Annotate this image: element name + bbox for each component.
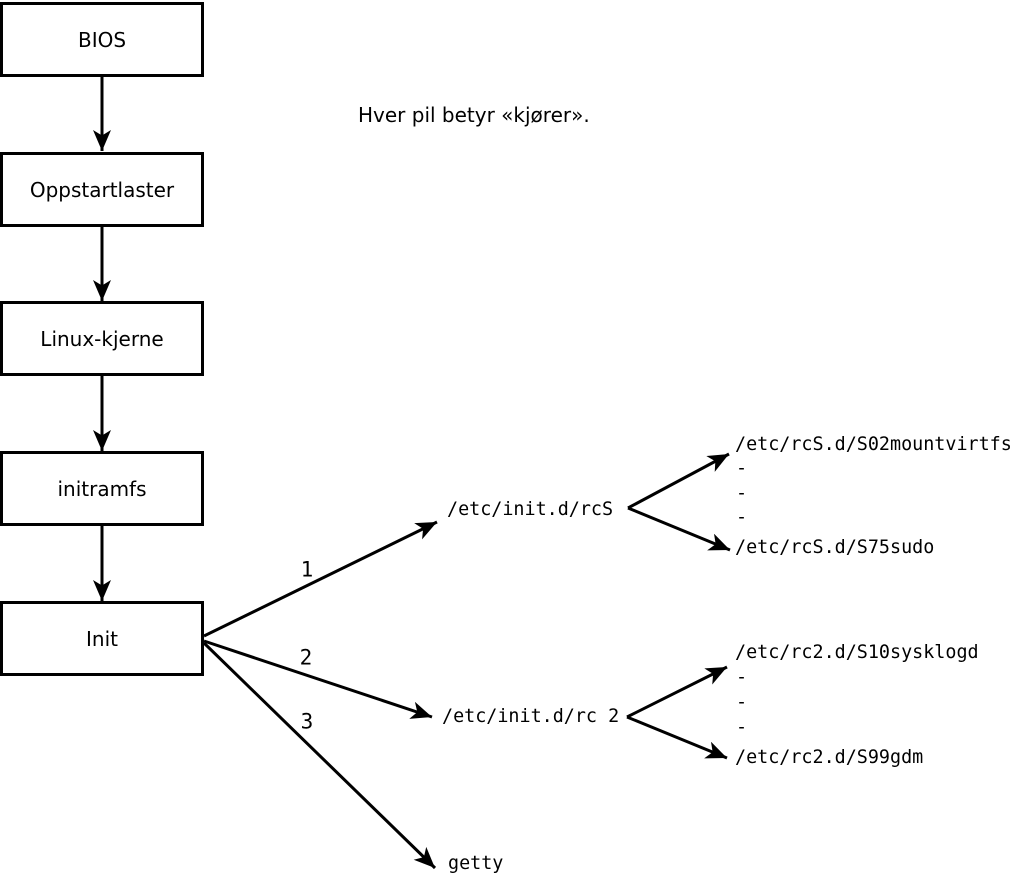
target-init-d-rc2: /etc/init.d/rc 2 — [442, 705, 620, 727]
box-initramfs: initramfs — [0, 451, 204, 526]
rc2-child-ellipsis-3: - — [736, 716, 748, 738]
box-init-label: Init — [86, 626, 118, 651]
target-init-d-rcs: /etc/init.d/rcS — [447, 498, 614, 520]
arrow-rcs-to-s02mountvirtfs — [627, 452, 730, 510]
rc2-child-ellipsis-2: - — [736, 691, 748, 713]
target-getty: getty — [448, 852, 504, 874]
rcs-child-ellipsis-1: - — [736, 457, 748, 479]
arrow-label-2: 2 — [299, 645, 313, 670]
rcs-child-s02mountvirtfs: /etc/rcS.d/S02mountvirtfs — [735, 433, 1012, 455]
arrow-rc2-to-s10sysklogd — [626, 665, 728, 719]
box-init: Init — [0, 601, 204, 676]
rc2-child-s99gdm: /etc/rc2.d/S99gdm — [735, 746, 924, 768]
rc2-child-s10sysklogd: /etc/rc2.d/S10sysklogd — [735, 641, 979, 663]
box-bios: BIOS — [0, 2, 204, 77]
arrow-rc2-to-s99gdm — [626, 715, 728, 760]
diagram-caption: Hver pil betyr «kjører». — [358, 103, 590, 127]
rcs-child-ellipsis-3: - — [736, 506, 748, 528]
arrow-label-3: 3 — [300, 709, 314, 734]
box-linux-kernel: Linux-kjerne — [0, 301, 204, 376]
rcs-child-s75sudo: /etc/rcS.d/S75sudo — [735, 536, 935, 558]
arrow-label-1: 1 — [300, 557, 314, 582]
arrow-init-to-rcs — [203, 520, 438, 638]
arrow-init-to-getty — [202, 641, 437, 870]
arrow-rcs-to-s75sudo — [627, 506, 731, 552]
box-bios-label: BIOS — [77, 27, 127, 52]
arrow-init-to-rc2 — [203, 639, 433, 719]
box-bootloader-label: Oppstartlaster — [29, 177, 175, 202]
box-initramfs-label: initramfs — [57, 476, 147, 501]
box-linux-kernel-label: Linux-kjerne — [40, 326, 164, 351]
box-bootloader: Oppstartlaster — [0, 152, 204, 227]
rcs-child-ellipsis-2: - — [736, 482, 748, 504]
rc2-child-ellipsis-1: - — [736, 666, 748, 688]
